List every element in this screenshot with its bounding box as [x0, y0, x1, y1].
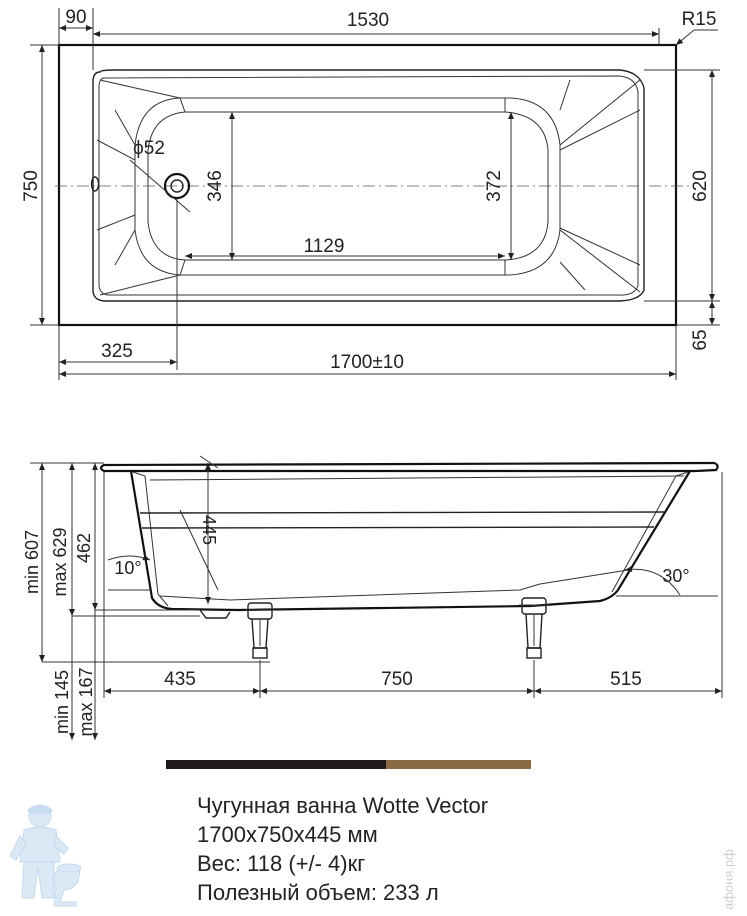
dim-inner-length: 1530	[347, 10, 389, 31]
dim-leg-spacing: 750	[381, 669, 413, 690]
site-watermark: афоня.рф	[721, 849, 736, 910]
dim-drain-diameter: ϕ52	[133, 138, 165, 159]
dim-bottom-length: 1129	[304, 236, 345, 257]
dim-angle-left: 10°	[114, 558, 141, 578]
watermark-text: афоня.рф	[721, 849, 736, 910]
caption-title: Чугунная ванна Wotte Vector	[197, 793, 489, 818]
dim-total-length: 1700±10	[330, 352, 404, 373]
dim-corner-radius: R15	[682, 9, 717, 30]
dim-leg-offset-left: 435	[164, 669, 196, 690]
dim-rim-90: 90	[65, 7, 86, 28]
dim-width-right: 372	[484, 170, 505, 202]
color-bar-bronze	[386, 760, 531, 769]
dim-leg-offset-right: 515	[610, 669, 642, 690]
dim-max-height: max 629	[50, 527, 70, 596]
caption-size: 1700x750x445 мм	[197, 822, 378, 847]
caption-weight: Вес: 118 (+/- 4)кг	[197, 851, 366, 876]
dim-angle-right: 30°	[662, 566, 689, 586]
dim-inner-width: 620	[690, 170, 711, 202]
leg-left	[245, 602, 275, 659]
dim-leg-min: min 145	[52, 670, 72, 734]
tub-inner-basin	[92, 69, 645, 302]
dim-min-height: min 607	[22, 530, 42, 594]
tub-outer-rim	[57, 43, 678, 327]
dim-leg-max: max 167	[76, 667, 96, 736]
dim-drain-offset: 325	[101, 341, 133, 362]
side-view: min 607 max 629 462 445 10° 30° min 145 …	[22, 455, 723, 740]
tub-side-body	[129, 470, 691, 612]
product-caption: Чугунная ванна Wotte Vector 1700x750x445…	[197, 791, 617, 907]
dim-total-width: 750	[21, 170, 42, 202]
dim-rim-bottom: 65	[690, 329, 711, 350]
top-view: 90 1530 R15 750 620 65 346 372 1129 ϕ52	[21, 7, 720, 380]
tub-side-rim	[99, 461, 719, 473]
dim-body-height: 462	[74, 533, 94, 563]
plumber-mascot-icon	[9, 804, 82, 907]
tub-floor-outline	[134, 97, 561, 276]
overflow-hole	[90, 176, 100, 192]
color-bar-dark	[166, 760, 386, 769]
dim-depth: 445	[199, 515, 219, 545]
caption-volume: Полезный объем: 233 л	[197, 880, 439, 905]
dim-width-left: 346	[205, 170, 226, 202]
leg-right	[519, 597, 549, 659]
